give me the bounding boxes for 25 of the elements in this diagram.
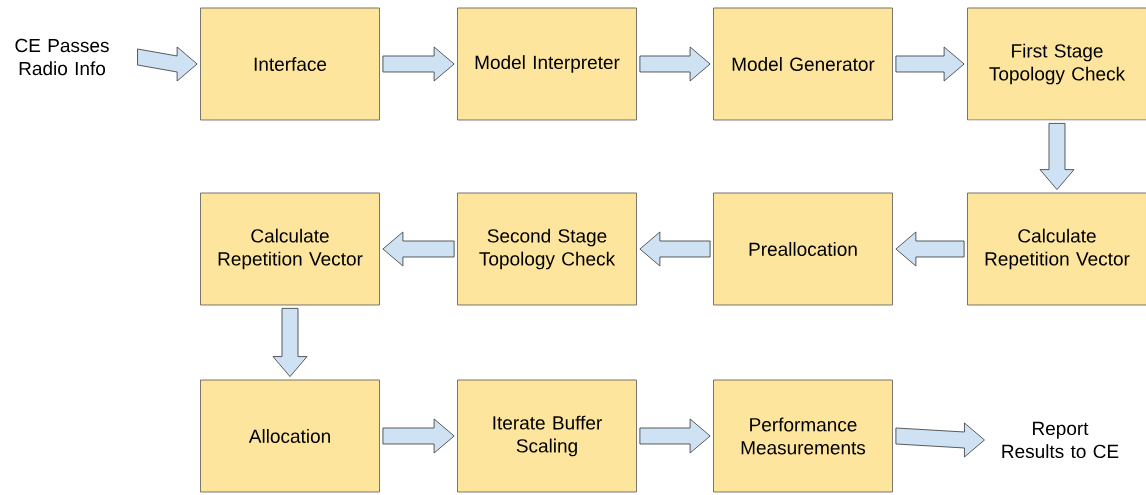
process-box: Allocation xyxy=(200,379,380,493)
process-box: Iterate Buffer Scaling xyxy=(457,379,637,493)
block-arrow xyxy=(639,418,711,454)
process-box: Model Interpreter xyxy=(457,7,637,121)
block-arrow xyxy=(895,46,965,82)
block-arrow xyxy=(137,46,198,82)
process-box: Model Generator xyxy=(713,7,893,121)
block-arrow xyxy=(382,418,455,454)
block-arrow xyxy=(382,231,455,267)
block-arrow xyxy=(639,231,711,267)
block-arrow xyxy=(382,46,455,82)
block-arrow xyxy=(272,308,308,377)
process-box: Performance Measurements xyxy=(713,379,893,493)
process-box: Interface xyxy=(200,7,380,121)
process-box: First Stage Topology Check xyxy=(967,7,1146,121)
process-box: Second Stage Topology Check xyxy=(457,192,637,306)
block-arrow xyxy=(1039,123,1075,190)
block-arrow xyxy=(895,422,985,458)
text-label: Report Results to CE xyxy=(1002,421,1119,459)
process-box: Preallocation xyxy=(713,192,893,306)
block-arrow xyxy=(895,231,965,267)
text-label: CE Passes Radio Info xyxy=(15,38,109,76)
process-box: Calculate Repetition Vector xyxy=(200,192,380,306)
block-arrow xyxy=(639,46,711,82)
process-box: Calculate Repetition Vector xyxy=(967,192,1146,306)
